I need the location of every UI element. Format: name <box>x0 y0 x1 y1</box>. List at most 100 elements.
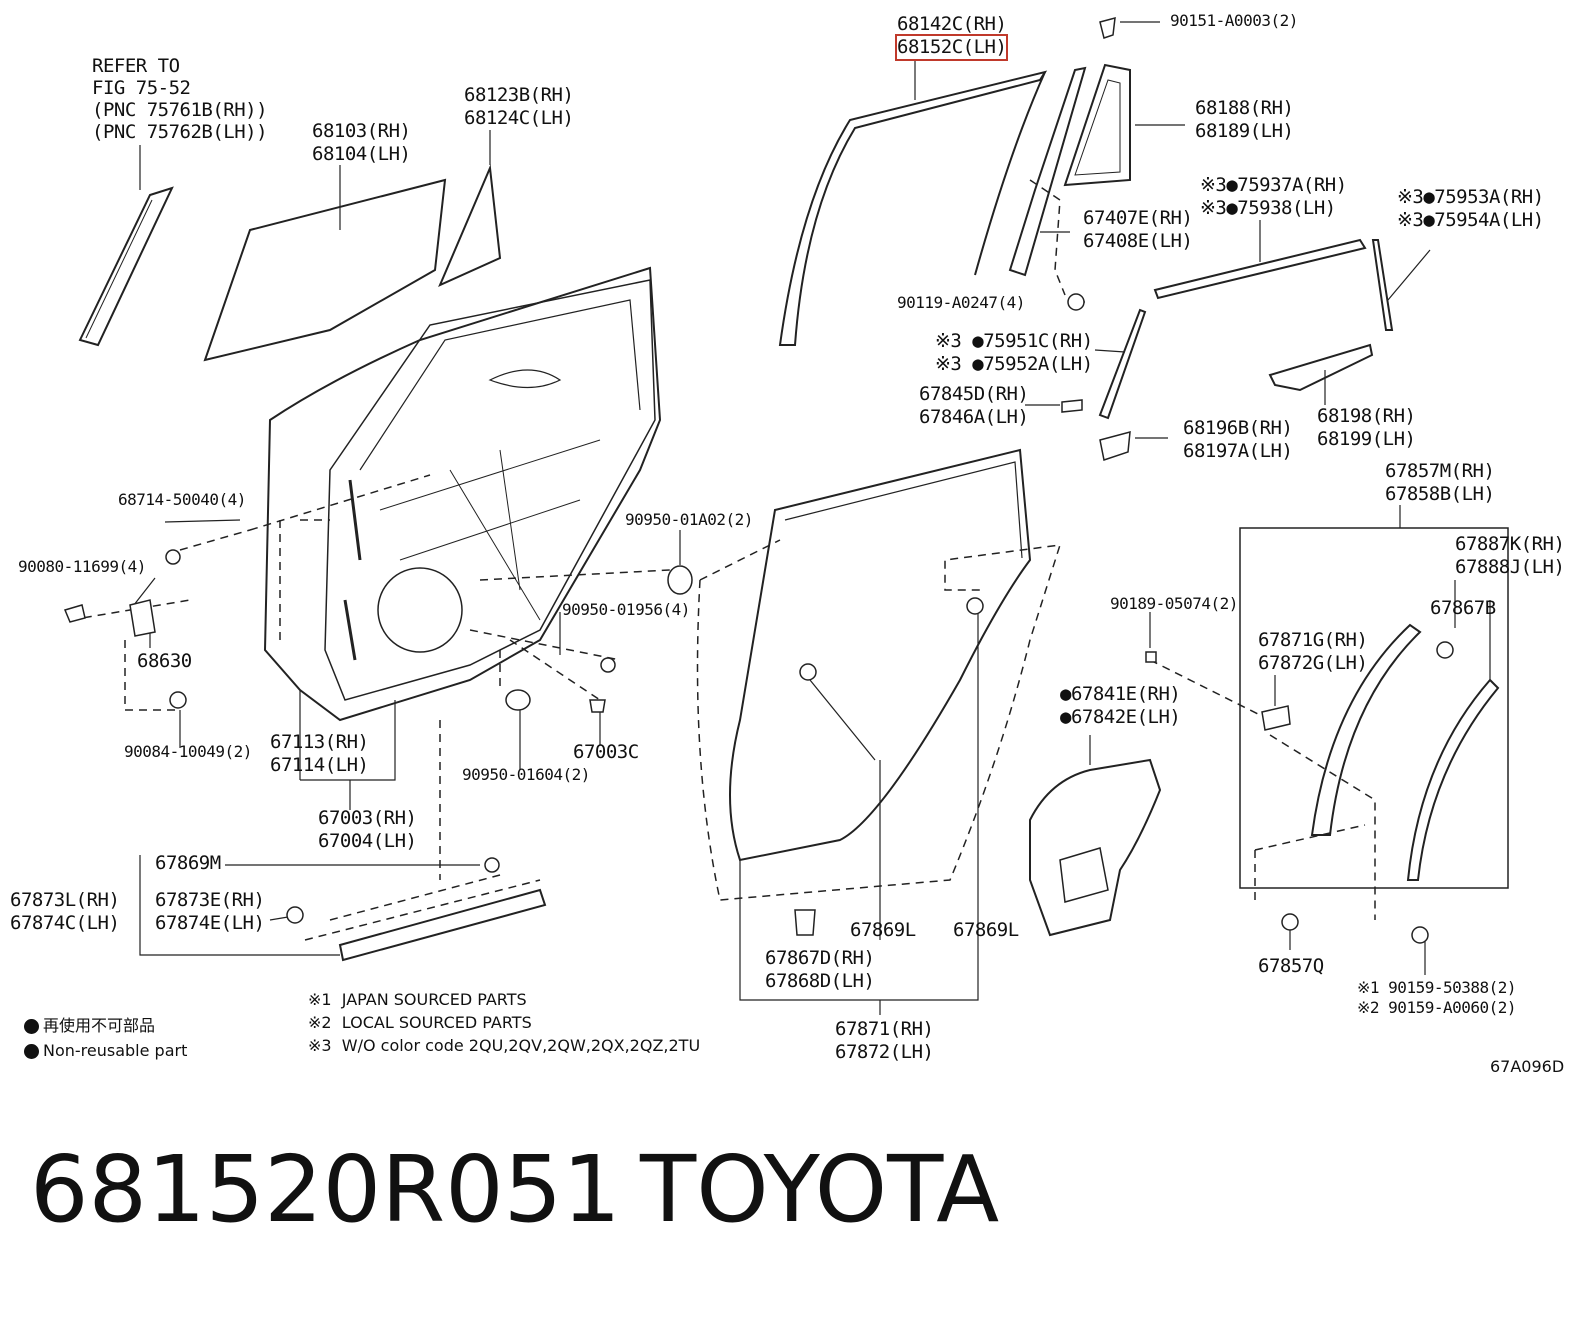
part-67871[interactable]: 67871(RH) <box>835 1018 934 1040</box>
part-67887k[interactable]: 67887K(RH) <box>1455 533 1565 555</box>
part-67857m[interactable]: 67857M(RH) <box>1385 460 1495 482</box>
quarter-glass-shape <box>438 164 502 287</box>
label-refer-pnc-rh: (PNC 75761B(RH)) <box>92 99 268 121</box>
quarter-window-frame <box>1063 63 1131 187</box>
bolt-90119 <box>1067 293 1085 311</box>
label-refer-to: REFER TO <box>92 55 180 77</box>
bolt-90084 <box>169 691 187 709</box>
part-67869m[interactable]: 67869M <box>155 852 221 874</box>
part-90151[interactable]: 90151-A0003(2) <box>1170 11 1298 30</box>
clip-67869m <box>484 857 500 873</box>
division-bar-shape <box>1008 66 1087 277</box>
part-67873l[interactable]: 67873L(RH) <box>10 889 120 911</box>
part-67841e[interactable]: ●67841E(RH) <box>1060 683 1181 705</box>
part-90084[interactable]: 90084-10049(2) <box>124 742 252 761</box>
part-68189[interactable]: 68189(LH) <box>1195 120 1294 142</box>
part-90159-a0060[interactable]: ※2 90159-A0060(2) <box>1357 998 1517 1017</box>
footer-brand: TOYOTA <box>640 1136 1000 1243</box>
part-75954a[interactable]: ※3●75954A(LH) <box>1397 209 1544 231</box>
legend-jp-text: 再使用不可部品 <box>43 1016 156 1035</box>
part-75951c[interactable]: ※3 ●75951C(RH) <box>935 330 1093 352</box>
part-68124c[interactable]: 68124C(LH) <box>464 107 574 129</box>
part-68188[interactable]: 68188(RH) <box>1195 97 1294 119</box>
part-67869l-b[interactable]: 67869L <box>953 919 1019 941</box>
part-67845d[interactable]: 67845D(RH) <box>919 383 1029 405</box>
part-75952a[interactable]: ※3 ●75952A(LH) <box>935 353 1093 375</box>
label-refer-fig: FIG 75-52 <box>92 77 191 99</box>
clip-90189 <box>1145 651 1157 663</box>
arch-group-box <box>1239 527 1509 889</box>
check-68630 <box>129 599 156 637</box>
part-67846a[interactable]: 67846A(LH) <box>919 406 1029 428</box>
legend-en: Non-reusable part <box>24 1039 187 1062</box>
part-67842e[interactable]: ●67842E(LH) <box>1060 706 1181 728</box>
part-67868d[interactable]: 67868D(LH) <box>765 970 875 992</box>
bullet-icon <box>24 1019 39 1034</box>
part-68714[interactable]: 68714-50040(4) <box>118 490 246 509</box>
molding-75937 <box>1153 238 1367 300</box>
part-68142c[interactable]: 68142C(RH) <box>897 13 1007 35</box>
note-local-sourced: ※2 LOCAL SOURCED PARTS <box>308 1013 532 1032</box>
door-frame-inner <box>324 279 656 701</box>
part-90950-01a02[interactable]: 90950-01A02(2) <box>625 510 753 529</box>
legend-jp: 再使用不可部品 <box>24 1014 155 1037</box>
clip-67003c <box>589 699 606 713</box>
part-67113[interactable]: 67113(RH) <box>270 731 369 753</box>
part-68104[interactable]: 68104(LH) <box>312 143 411 165</box>
part-67872[interactable]: 67872(LH) <box>835 1041 934 1063</box>
part-68152c-highlighted[interactable]: 68152C(LH) <box>894 34 1009 61</box>
arch-molding-67871 <box>1310 623 1422 836</box>
door-panel-outer <box>263 266 662 722</box>
part-67869l-a[interactable]: 67869L <box>850 919 916 941</box>
part-90189[interactable]: 90189-05074(2) <box>1110 594 1238 613</box>
part-75953a[interactable]: ※3●75953A(RH) <box>1397 186 1544 208</box>
part-90119[interactable]: 90119-A0247(4) <box>897 293 1025 312</box>
footer-part-number: 681520R051 <box>30 1136 621 1243</box>
part-67872g[interactable]: 67872G(LH) <box>1258 652 1368 674</box>
part-75938[interactable]: ※3●75938(LH) <box>1200 197 1336 219</box>
part-67888j[interactable]: 67888J(LH) <box>1455 556 1565 578</box>
molding-75951 <box>1098 308 1147 420</box>
plug-90950b <box>600 657 616 673</box>
part-67867b[interactable]: 67867B <box>1430 597 1496 619</box>
figure-code: 67A096D <box>1490 1057 1565 1076</box>
legend-en-text: Non-reusable part <box>43 1041 188 1060</box>
bolt-90080 <box>63 604 86 623</box>
part-67003c[interactable]: 67003C <box>573 741 639 763</box>
part-90080[interactable]: 90080-11699(4) <box>18 557 146 576</box>
part-67004[interactable]: 67004(LH) <box>318 830 417 852</box>
part-68197a[interactable]: 68197A(LH) <box>1183 440 1293 462</box>
arch-molding-67887 <box>1406 678 1500 881</box>
door-glass-shape <box>203 178 447 362</box>
pad-67841 <box>1029 758 1162 937</box>
clip-68714 <box>165 549 181 565</box>
part-68123b[interactable]: 68123B(RH) <box>464 84 574 106</box>
part-68103[interactable]: 68103(RH) <box>312 120 411 142</box>
part-67857q[interactable]: 67857Q <box>1258 955 1324 977</box>
part-68198[interactable]: 68198(RH) <box>1317 405 1416 427</box>
weatherstrip-shape <box>729 448 1032 862</box>
part-67867d[interactable]: 67867D(RH) <box>765 947 875 969</box>
speaker-hole <box>377 567 463 653</box>
part-67407e[interactable]: 67407E(RH) <box>1083 207 1193 229</box>
part-90950-01604[interactable]: 90950-01604(2) <box>462 765 590 784</box>
screw-67857q <box>1281 913 1299 931</box>
part-90159-50388[interactable]: ※1 90159-50388(2) <box>1357 978 1517 997</box>
part-67003[interactable]: 67003(RH) <box>318 807 417 829</box>
part-75937a[interactable]: ※3●75937A(RH) <box>1200 174 1347 196</box>
part-68630[interactable]: 68630 <box>137 650 192 672</box>
part-67873e[interactable]: 67873E(RH) <box>155 889 265 911</box>
part-67871g[interactable]: 67871G(RH) <box>1258 629 1368 651</box>
part-67858b[interactable]: 67858B(LH) <box>1385 483 1495 505</box>
part-90950-01956[interactable]: 90950-01956(4) <box>562 600 690 619</box>
note-japan-sourced: ※1 JAPAN SOURCED PARTS <box>308 990 527 1009</box>
part-67408e[interactable]: 67408E(LH) <box>1083 230 1193 252</box>
part-68199[interactable]: 68199(LH) <box>1317 428 1416 450</box>
part-67114[interactable]: 67114(LH) <box>270 754 369 776</box>
part-68196b[interactable]: 68196B(RH) <box>1183 417 1293 439</box>
part-67874e[interactable]: 67874E(LH) <box>155 912 265 934</box>
bracket-68198 <box>1268 343 1374 392</box>
part-67874c[interactable]: 67874C(LH) <box>10 912 120 934</box>
clip-67867b <box>1436 641 1454 659</box>
